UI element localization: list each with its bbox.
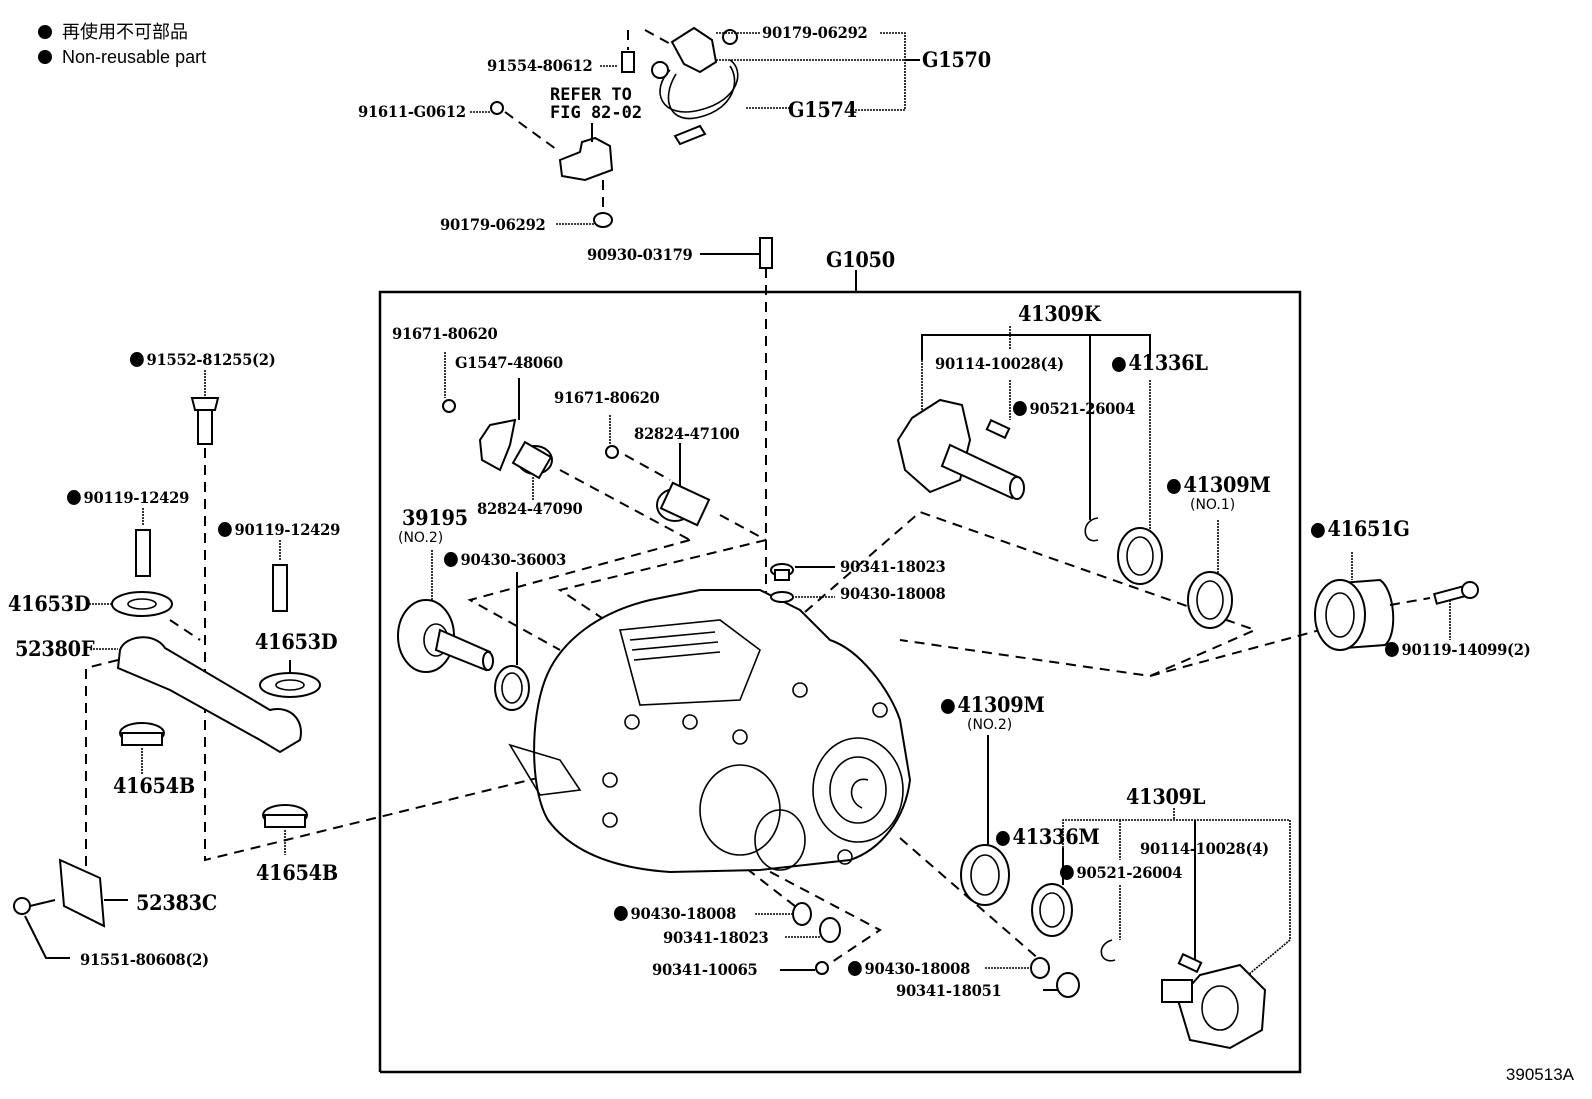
- part-sublabel-41309m-no2: (NO.2): [967, 717, 1013, 733]
- filler-plugs: [770, 563, 835, 603]
- part-label-41653d[interactable]: 41653D: [8, 591, 91, 616]
- nonreusable-dot-icon: [67, 490, 81, 505]
- part-label-41309k[interactable]: 41309K: [1018, 301, 1101, 326]
- part-label-52380f[interactable]: 52380F: [15, 636, 95, 661]
- refer-to-fig-note[interactable]: REFER TO FIG 82-02: [550, 85, 643, 123]
- part-sublabel-41309m-no1: (NO.1): [1190, 497, 1236, 513]
- nonreusable-dot-icon: [1167, 479, 1181, 494]
- part-label-52383c[interactable]: 52383C: [136, 890, 217, 915]
- part-label-41654b[interactable]: 41654B: [113, 773, 195, 798]
- part-label-90521-26004-lower[interactable]: 90521-26004: [1060, 864, 1182, 882]
- legend-nonreusable-en: Non-reusable part: [38, 45, 206, 69]
- part-label-41651g[interactable]: 41651G: [1311, 518, 1410, 540]
- legend-en-text: Non-reusable part: [62, 47, 207, 67]
- part-label-g1570[interactable]: G1570: [922, 47, 991, 72]
- part-label-91554-80612[interactable]: 91554-80612: [487, 56, 593, 75]
- group-box-g1050: [378, 270, 1302, 1074]
- part-label-82824-47090[interactable]: 82824-47090: [477, 499, 583, 518]
- bracket-refer-fig: [470, 65, 618, 228]
- part-label-g1547-48060[interactable]: G1547-48060: [455, 353, 563, 372]
- part-label-g1574[interactable]: G1574: [788, 97, 857, 122]
- part-label-39195[interactable]: 39195: [402, 505, 468, 530]
- nonreusable-dot-icon: [130, 352, 144, 367]
- part-label-90114-10028-lower[interactable]: 90114-10028(4): [1140, 839, 1269, 858]
- part-label-90341-18051[interactable]: 90341-18051: [896, 981, 1002, 1000]
- nonreusable-dot-icon: [444, 552, 458, 567]
- part-label-90341-18023[interactable]: 90341-18023: [840, 557, 946, 576]
- part-sublabel-39195: (NO.2): [398, 530, 444, 546]
- part-label-41336l[interactable]: 41336L: [1112, 352, 1208, 374]
- part-label-91551-80608[interactable]: 91551-80608(2): [80, 950, 209, 969]
- shaft-39195: [397, 550, 530, 711]
- flange-41309l: [1062, 808, 1291, 1050]
- part-label-90430-18008-bottom[interactable]: 90430-18008: [848, 960, 970, 978]
- part-label-90179-06292-lower[interactable]: 90179-06292: [440, 215, 546, 234]
- part-label-90341-10065[interactable]: 90341-10065: [652, 960, 758, 979]
- part-label-90119-12429-right[interactable]: 90119-12429: [218, 521, 340, 539]
- part-label-90430-18008-lower[interactable]: 90430-18008: [614, 905, 736, 923]
- part-label-90341-18023-lower[interactable]: 90341-18023: [663, 928, 769, 947]
- nonreusable-dot-icon: [848, 961, 862, 976]
- part-label-90119-14099[interactable]: 90119-14099(2): [1385, 641, 1531, 659]
- part-label-91671-80620-right[interactable]: 91671-80620: [554, 388, 660, 407]
- part-label-90179-06292[interactable]: 90179-06292: [762, 23, 868, 42]
- part-label-41336m[interactable]: 41336M: [996, 826, 1100, 848]
- part-label-41309m-no1[interactable]: 41309M: [1167, 474, 1271, 496]
- speed-sensors: [442, 352, 767, 541]
- engine-mount-assembly: [13, 370, 571, 959]
- ground-wire-assembly: [621, 26, 920, 146]
- legend-jp-text: 再使用不可部品: [62, 22, 188, 42]
- seals-lower-right: [960, 735, 1073, 937]
- part-label-91611-g0612[interactable]: 91611-G0612: [358, 102, 466, 121]
- part-label-82824-47100[interactable]: 82824-47100: [634, 424, 740, 443]
- part-label-90119-12429[interactable]: 90119-12429: [67, 489, 189, 507]
- nonreusable-dot-icon: [996, 831, 1010, 846]
- nonreusable-dot-icon: [38, 25, 52, 39]
- damper-41651g: [1314, 552, 1479, 651]
- part-label-90430-36003[interactable]: 90430-36003: [444, 551, 566, 569]
- part-label-90930-03179[interactable]: 90930-03179: [587, 245, 693, 264]
- part-label-91671-80620[interactable]: 91671-80620: [392, 324, 498, 343]
- nonreusable-dot-icon: [1013, 401, 1027, 416]
- nonreusable-dot-icon: [941, 699, 955, 714]
- part-label-90521-26004[interactable]: 90521-26004: [1013, 400, 1135, 418]
- transaxle-housing: [508, 589, 912, 874]
- nonreusable-dot-icon: [38, 50, 52, 64]
- part-label-41654b-lower[interactable]: 41654B: [256, 860, 338, 885]
- legend-nonreusable-jp: 再使用不可部品: [38, 20, 188, 44]
- part-label-41653d-right[interactable]: 41653D: [255, 629, 338, 654]
- breather-plug: [700, 237, 773, 600]
- figure-id: 390513A: [1505, 1065, 1574, 1084]
- nonreusable-dot-icon: [1112, 357, 1126, 372]
- part-label-90114-10028[interactable]: 90114-10028(4): [935, 354, 1064, 373]
- nonreusable-dot-icon: [1311, 523, 1325, 538]
- nonreusable-dot-icon: [1060, 865, 1074, 880]
- part-label-90430-18008[interactable]: 90430-18008: [840, 584, 946, 603]
- nonreusable-dot-icon: [614, 906, 628, 921]
- nonreusable-dot-icon: [218, 522, 232, 537]
- part-label-91552-81255[interactable]: 91552-81255(2): [130, 351, 276, 369]
- flange-41309k: [896, 326, 1233, 629]
- nonreusable-dot-icon: [1385, 642, 1399, 657]
- part-label-41309m-no2[interactable]: 41309M: [941, 694, 1045, 716]
- drain-plugs-bottom: [755, 902, 1080, 998]
- part-label-41309l[interactable]: 41309L: [1126, 784, 1206, 809]
- group-label-g1050[interactable]: G1050: [826, 247, 895, 272]
